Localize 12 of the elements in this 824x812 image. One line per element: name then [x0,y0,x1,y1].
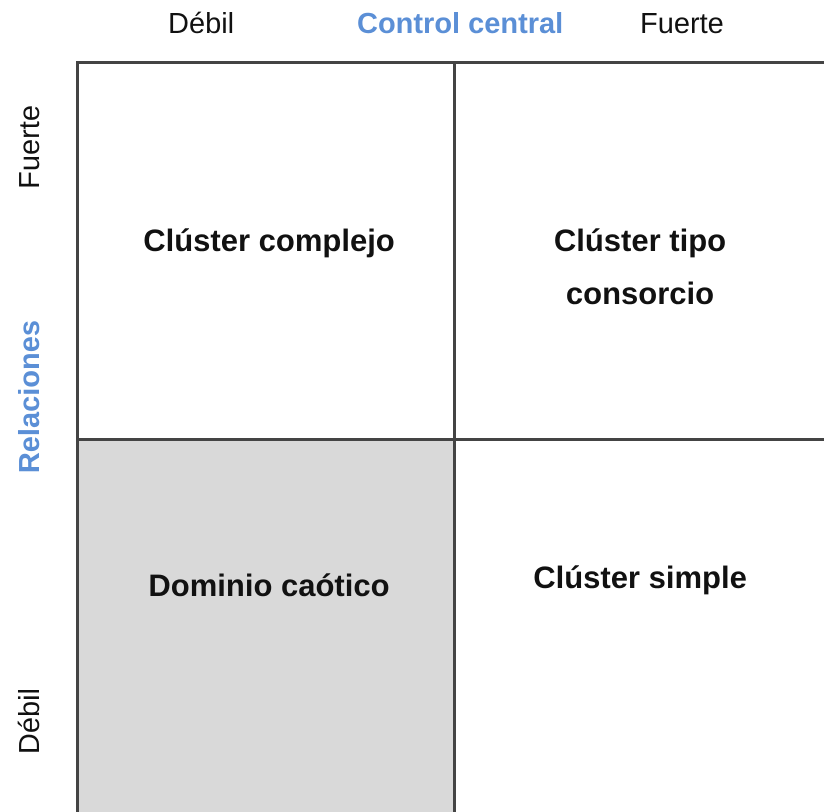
quadrant-label: Dominio caótico [147,567,391,605]
quadrant-label: Clúster tipo consorcio [552,222,728,313]
axis-title: Control central [357,8,564,41]
axis-tick-label: Fuerte [14,105,47,189]
quadrant-label: Clúster complejo [142,222,396,260]
axis-tick-label: Débil [14,688,47,754]
matrix-quadrant [76,61,456,438]
axis-tick-label: Fuerte [640,8,724,41]
matrix-quadrant [76,438,456,812]
axis-title: Relaciones [14,320,47,474]
quadrant-label: Clúster simple [532,559,748,597]
axis-tick-label: Débil [168,8,234,41]
